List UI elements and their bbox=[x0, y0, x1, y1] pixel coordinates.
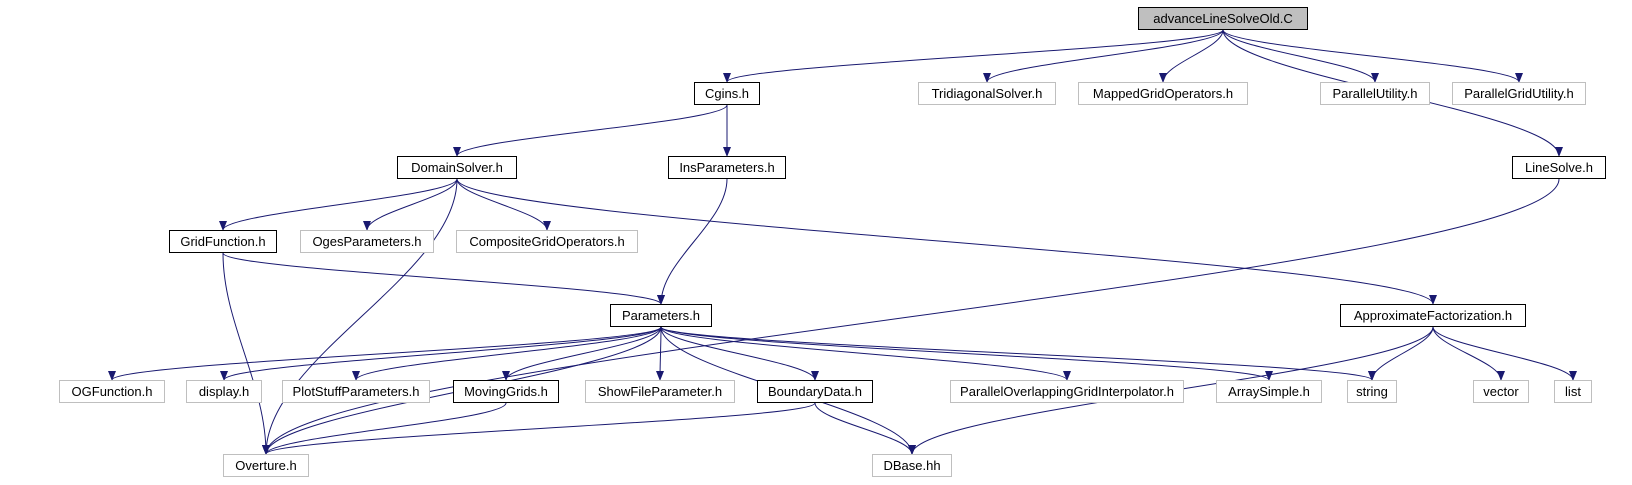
node-ogesparameters-h: OgesParameters.h bbox=[300, 230, 434, 253]
edge-boundaryData-to-dbase bbox=[814, 402, 916, 455]
node-domainsolver-h[interactable]: DomainSolver.h bbox=[397, 156, 517, 179]
edge-advanceLineSolveOld-to-mappedGridOps bbox=[1159, 29, 1224, 83]
edge-parameters-to-ogFunction bbox=[108, 326, 662, 381]
node-movinggrids-h[interactable]: MovingGrids.h bbox=[453, 380, 559, 403]
edge-gridFunction-to-overture bbox=[222, 252, 270, 455]
node-plotstuffparameters-h: PlotStuffParameters.h bbox=[282, 380, 430, 403]
edge-gridFunction-to-parameters bbox=[222, 252, 665, 305]
node-mappedgridoperators-h: MappedGridOperators.h bbox=[1078, 82, 1248, 105]
edge-domainSolver-to-compositeGridOps bbox=[456, 178, 551, 231]
node-list: list bbox=[1554, 380, 1592, 403]
node-dbase-hh: DBase.hh bbox=[872, 454, 952, 477]
node-cgins-h[interactable]: Cgins.h bbox=[694, 82, 760, 105]
edge-parameters-to-arraySimple bbox=[660, 326, 1273, 381]
edge-parameters-to-movingGrids bbox=[502, 326, 662, 381]
node-overture-h: Overture.h bbox=[223, 454, 309, 477]
edge-cgins-to-domainSolver bbox=[453, 104, 728, 157]
node-paralleloverlappinggridinterpolator-h: ParallelOverlappingGridInterpolator.h bbox=[950, 380, 1184, 403]
node-ogfunction-h: OGFunction.h bbox=[59, 380, 165, 403]
node-advanceLineSolveOld-C: advanceLineSolveOld.C bbox=[1138, 7, 1308, 30]
edge-lineSolve-to-overture bbox=[262, 178, 1560, 455]
edge-approxFactorization-to-vector bbox=[1432, 326, 1505, 381]
node-string: string bbox=[1347, 380, 1397, 403]
node-showfileparameter-h: ShowFileParameter.h bbox=[585, 380, 735, 403]
edge-advanceLineSolveOld-to-cgins bbox=[723, 29, 1224, 83]
node-parallelgridutility-h: ParallelGridUtility.h bbox=[1452, 82, 1586, 105]
node-parameters-h[interactable]: Parameters.h bbox=[610, 304, 712, 327]
edge-parameters-to-parallelOverlapping bbox=[660, 326, 1071, 381]
edge-parameters-to-display bbox=[220, 326, 662, 381]
node-tridiagonalsolver-h: TridiagonalSolver.h bbox=[918, 82, 1056, 105]
edge-domainSolver-to-overture bbox=[262, 178, 458, 455]
edge-parameters-to-showFile bbox=[656, 326, 665, 381]
node-parallelutility-h: ParallelUtility.h bbox=[1320, 82, 1430, 105]
node-approximatefactorization-h[interactable]: ApproximateFactorization.h bbox=[1340, 304, 1526, 327]
edge-domainSolver-to-approxFactorization bbox=[456, 178, 1437, 305]
edge-approxFactorization-to-string bbox=[1368, 326, 1434, 381]
node-vector: vector bbox=[1473, 380, 1529, 403]
node-arraysimple-h: ArraySimple.h bbox=[1216, 380, 1322, 403]
edge-movingGrids-to-overture bbox=[262, 402, 507, 455]
node-insparameters-h[interactable]: InsParameters.h bbox=[668, 156, 786, 179]
node-linesolve-h[interactable]: LineSolve.h bbox=[1512, 156, 1606, 179]
edge-insParameters-to-parameters bbox=[657, 178, 728, 305]
edge-domainSolver-to-gridFunction bbox=[219, 178, 458, 231]
edge-advanceLineSolveOld-to-tridiagonal bbox=[983, 29, 1224, 83]
edge-parameters-to-boundaryData bbox=[660, 326, 819, 381]
edge-domainSolver-to-ogesParameters bbox=[363, 178, 458, 231]
node-boundarydata-h[interactable]: BoundaryData.h bbox=[757, 380, 873, 403]
edge-advanceLineSolveOld-to-parallelGridUtility bbox=[1222, 29, 1523, 83]
edge-parameters-to-string bbox=[660, 326, 1376, 381]
node-display-h: display.h bbox=[186, 380, 262, 403]
edge-boundaryData-to-overture bbox=[262, 402, 816, 455]
node-gridfunction-h[interactable]: GridFunction.h bbox=[169, 230, 277, 253]
node-compositegridoperators-h: CompositeGridOperators.h bbox=[456, 230, 638, 253]
edge-parameters-to-plotStuff bbox=[352, 326, 662, 381]
edge-advanceLineSolveOld-to-parallelUtility bbox=[1222, 29, 1379, 83]
edge-approxFactorization-to-list bbox=[1432, 326, 1577, 381]
